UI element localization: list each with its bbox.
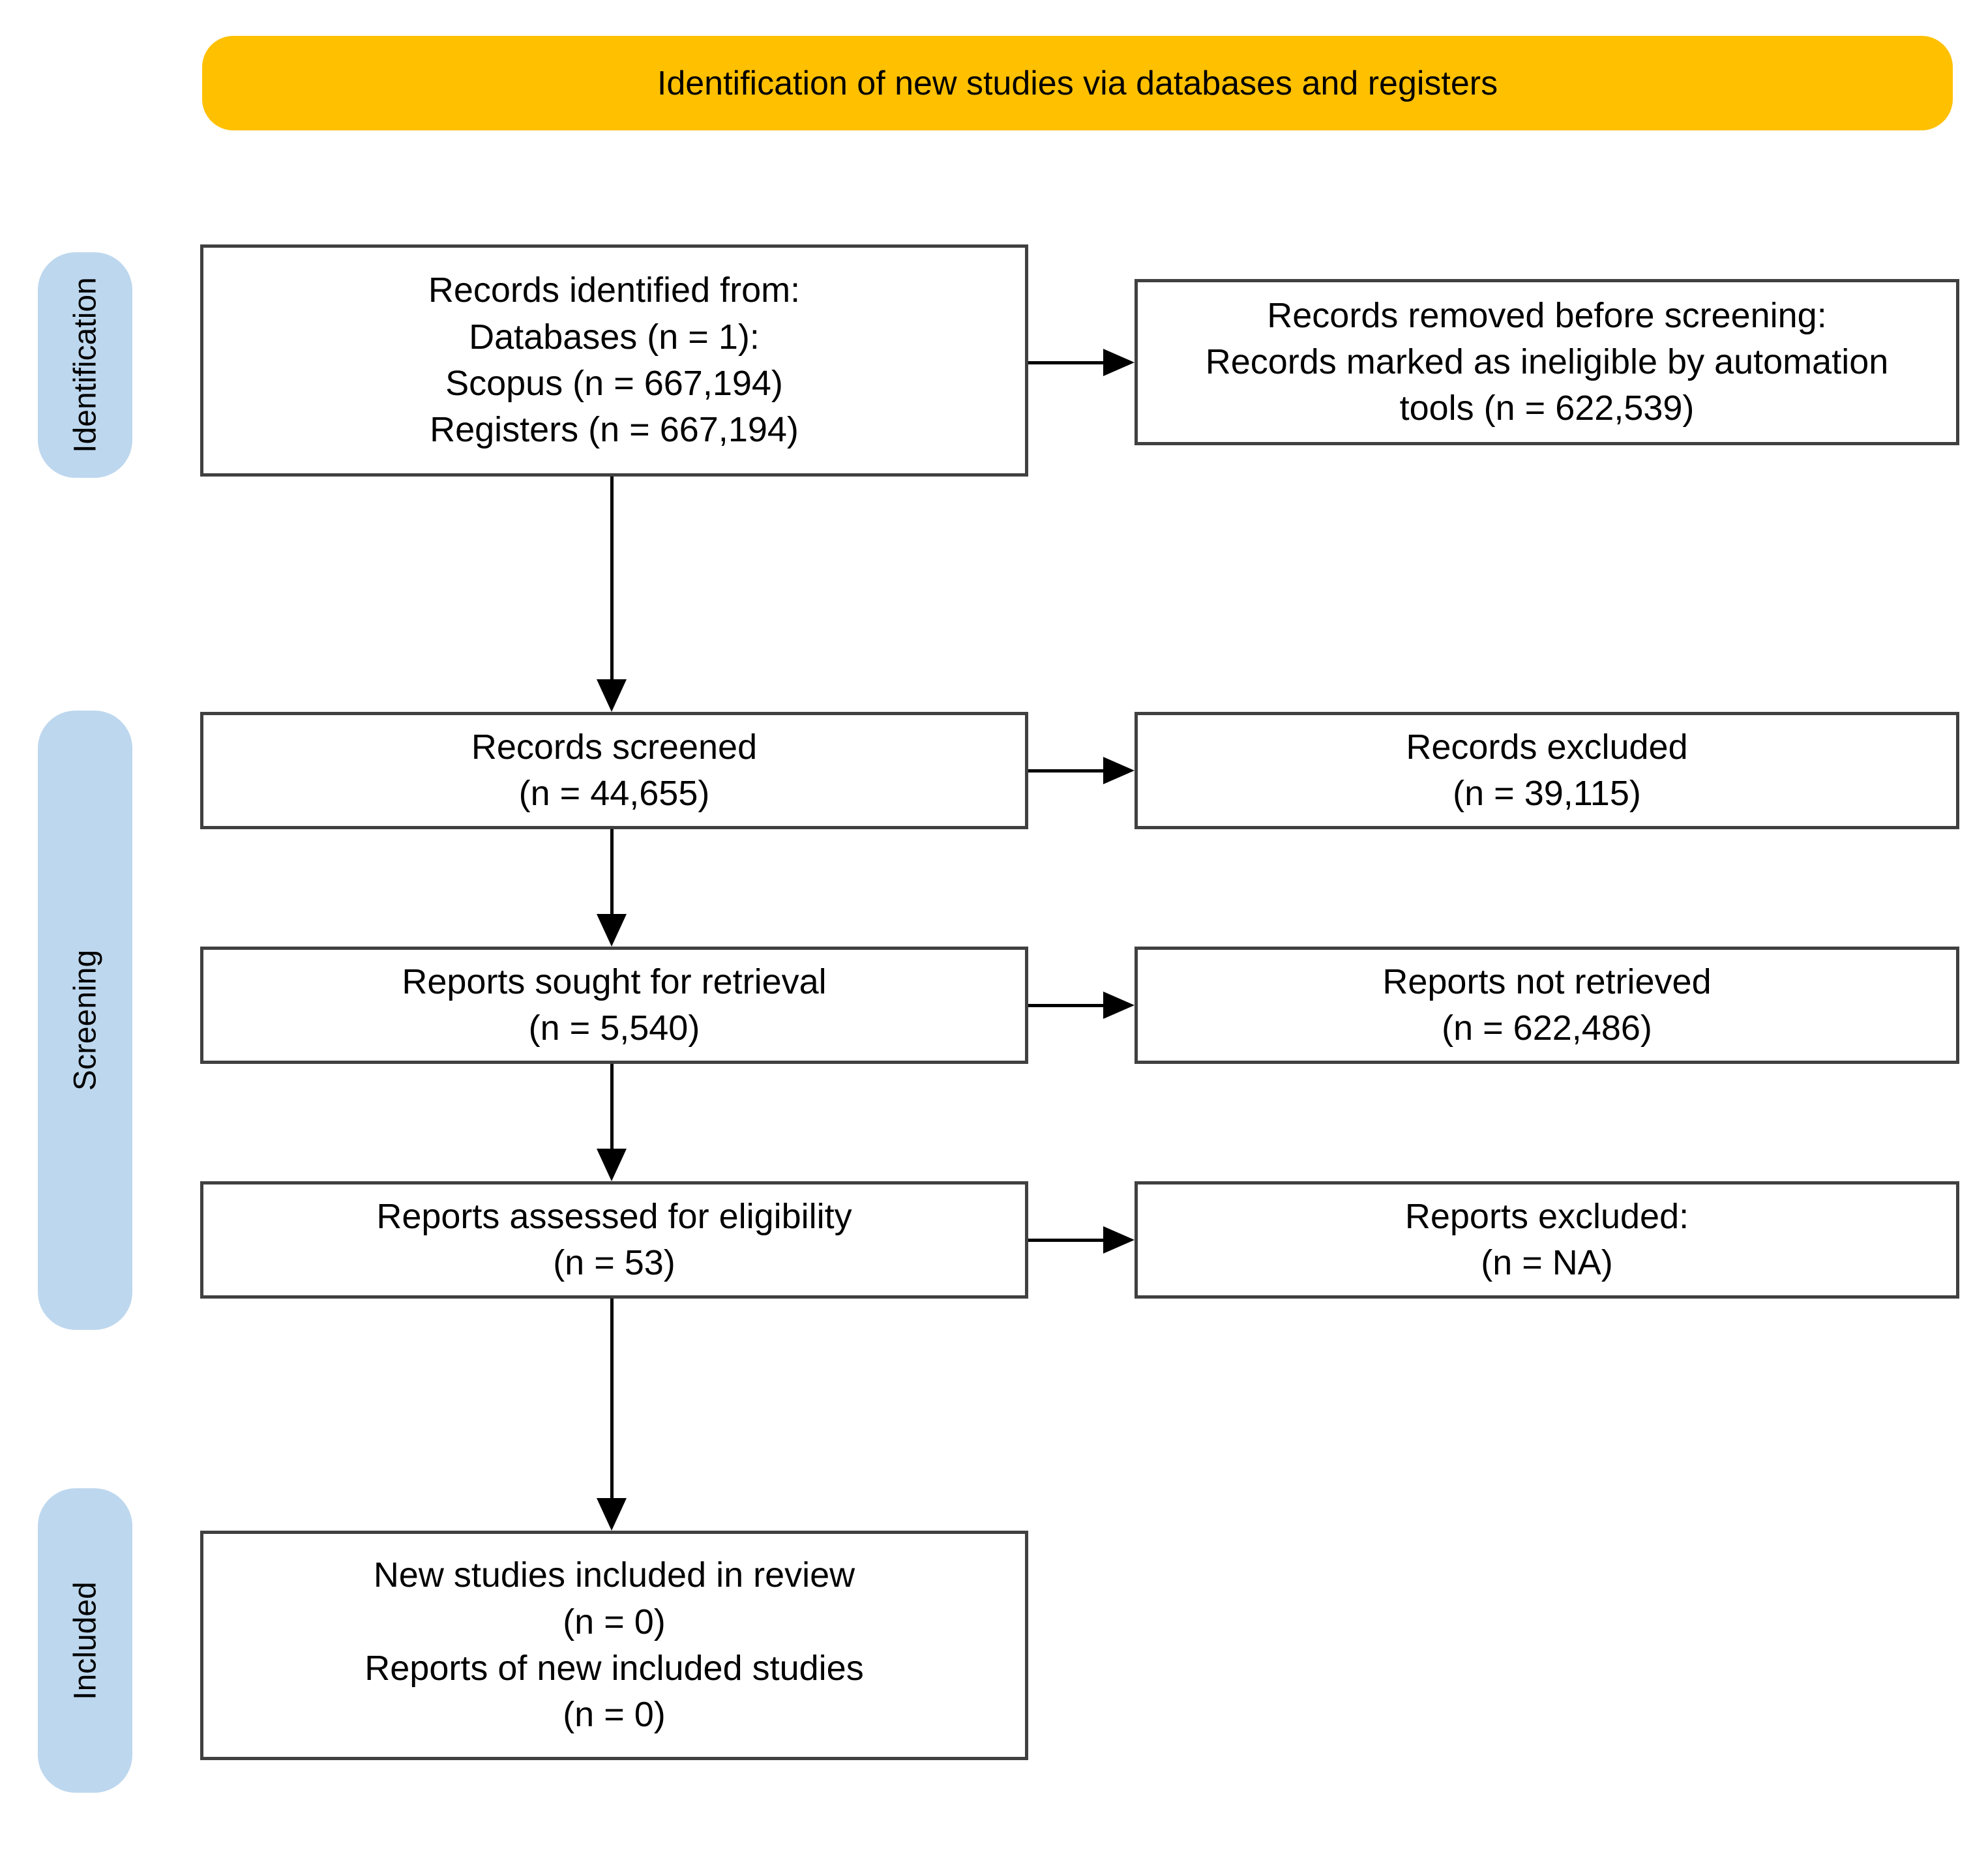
box-line: Reports of new included studies [364, 1649, 864, 1688]
box-line: Records removed before screening: [1267, 295, 1827, 335]
arrow-sought-to-not-retrieved-line [1028, 1004, 1103, 1007]
arrow-assessed-to-included-line [610, 1299, 614, 1498]
box-records-screened: Records screened (n = 44,655) [200, 712, 1028, 829]
box-line: (n = 622,486) [1442, 1008, 1652, 1048]
arrow-screened-to-sought-line [610, 829, 614, 914]
diagram-title: Identification of new studies via databa… [657, 64, 1498, 102]
arrow-right-icon [1103, 1226, 1135, 1254]
arrow-down-icon [597, 1149, 627, 1181]
box-line: Reports sought for retrieval [402, 962, 827, 1001]
box-line: (n = 0) [563, 1602, 666, 1641]
stage-label-included: Included [38, 1488, 132, 1793]
box-records-removed: Records removed before screening: Record… [1135, 279, 1959, 445]
box-line: Scopus (n = 667,194) [445, 364, 783, 403]
arrow-down-icon [597, 679, 627, 712]
stage-label-text: Identification [68, 277, 102, 453]
box-line: (n = 5,540) [528, 1008, 700, 1048]
box-line: tools (n = 622,539) [1399, 389, 1695, 428]
box-line: Databases (n = 1): [469, 317, 760, 357]
stage-label-screening: Screening [38, 711, 132, 1330]
box-line: Reports not retrieved [1382, 962, 1712, 1001]
box-records-identified: Records identified from: Databases (n = … [200, 244, 1028, 477]
box-line: (n = 44,655) [518, 774, 710, 813]
arrow-right-icon [1103, 349, 1135, 376]
stage-label-text: Screening [68, 949, 102, 1091]
box-line: New studies included in review [373, 1555, 855, 1595]
arrow-right-icon [1103, 992, 1135, 1019]
box-reports-excluded: Reports excluded: (n = NA) [1135, 1181, 1959, 1299]
box-records-excluded: Records excluded (n = 39,115) [1135, 712, 1959, 829]
arrow-identified-to-removed-line [1028, 361, 1103, 364]
box-reports-sought: Reports sought for retrieval (n = 5,540) [200, 947, 1028, 1064]
stage-label-identification: Identification [38, 252, 132, 478]
arrow-down-icon [597, 1498, 627, 1531]
box-line: Records excluded [1406, 727, 1688, 767]
box-line: Reports assessed for eligibility [376, 1196, 852, 1236]
box-reports-not-retrieved: Reports not retrieved (n = 622,486) [1135, 947, 1959, 1064]
arrow-sought-to-assessed-line [610, 1064, 614, 1149]
arrow-down-icon [597, 914, 627, 947]
box-line: (n = 39,115) [1453, 774, 1641, 813]
box-line: (n = NA) [1481, 1243, 1613, 1282]
box-line: (n = 0) [563, 1695, 666, 1735]
box-line: Registers (n = 667,194) [430, 410, 799, 450]
arrow-right-icon [1103, 757, 1135, 784]
box-reports-assessed: Reports assessed for eligibility (n = 53… [200, 1181, 1028, 1299]
arrow-screened-to-excluded-line [1028, 769, 1103, 772]
box-line: Records screened [471, 727, 758, 767]
stage-label-text: Included [68, 1581, 102, 1700]
arrow-assessed-to-excluded-line [1028, 1239, 1103, 1242]
box-line: Records marked as ineligible by automati… [1205, 342, 1889, 381]
box-studies-included: New studies included in review (n = 0) R… [200, 1531, 1028, 1760]
box-line: (n = 53) [553, 1243, 675, 1282]
box-line: Records identified from: [428, 271, 801, 310]
box-line: Reports excluded: [1404, 1196, 1689, 1236]
diagram-title-banner: Identification of new studies via databa… [202, 36, 1953, 130]
arrow-identified-to-screened-line [610, 477, 614, 679]
